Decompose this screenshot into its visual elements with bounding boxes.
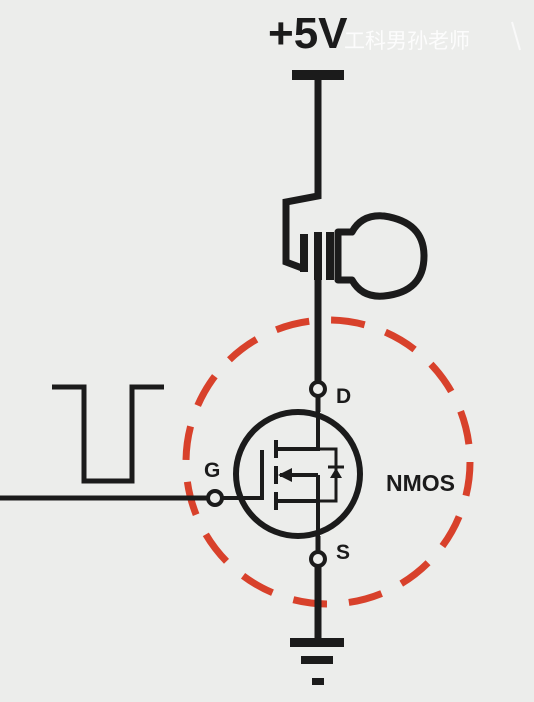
supply-wire — [282, 80, 322, 272]
watermark-mark — [511, 21, 521, 51]
gate-terminal — [206, 489, 224, 507]
lamp-contact — [300, 234, 308, 272]
gate-pulse-waveform — [52, 384, 164, 484]
drain-terminal — [309, 380, 327, 398]
gate-label: G — [204, 459, 220, 482]
ground-icon — [290, 638, 344, 685]
watermark-text: 工科男孙老师 — [344, 29, 470, 53]
supply-rail-bar — [292, 70, 344, 80]
source-terminal — [309, 550, 327, 568]
supply-label: +5V — [268, 9, 348, 58]
device-label: NMOS — [386, 470, 455, 496]
nmos-symbol — [233, 409, 363, 539]
lamp-icon — [314, 212, 428, 300]
highlight-circle — [182, 316, 474, 608]
source-label: S — [336, 541, 350, 564]
drain-label: D — [336, 385, 351, 408]
